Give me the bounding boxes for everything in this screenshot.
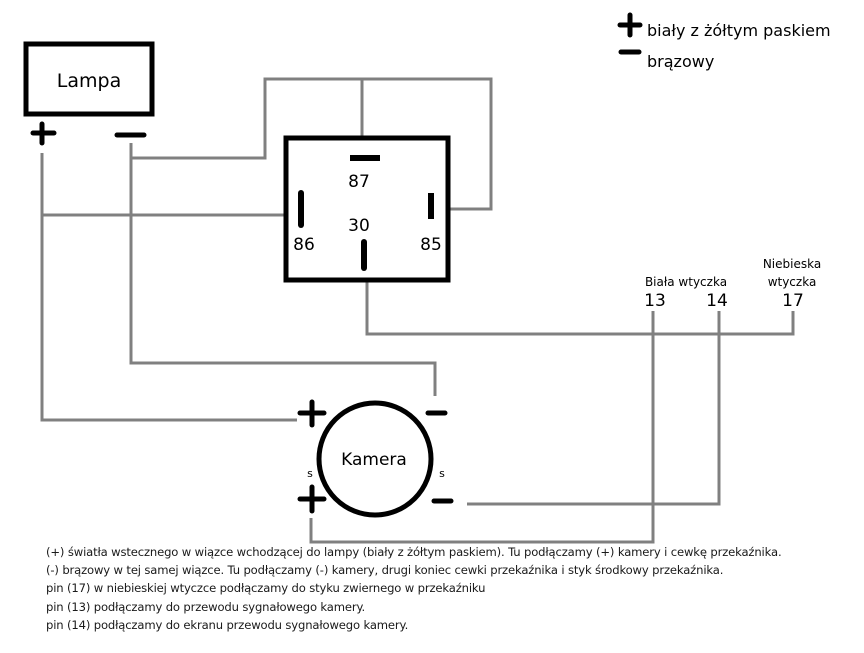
legend-plus-label: biały z żółtym paskiem xyxy=(647,21,831,40)
relay-label-30: 30 xyxy=(348,216,370,236)
wire-lamp-plus-to-camera-plus xyxy=(40,153,297,422)
wire-lamp-minus-to-camera-minus xyxy=(129,143,437,396)
lamp: Lampa xyxy=(23,41,155,146)
note-line: (+) światła wstecznego w wiązce wchodząc… xyxy=(46,545,782,559)
camera-s-left: s xyxy=(307,467,313,480)
note-line: pin (13) podłączamy do przewodu sygnałow… xyxy=(46,599,366,614)
relay-label-86: 86 xyxy=(293,235,315,255)
camera-plus-bottom-icon xyxy=(297,484,327,514)
pin-17-label: 17 xyxy=(782,291,804,311)
camera-body xyxy=(316,400,434,518)
relay-label-85: 85 xyxy=(420,235,442,255)
pin-14-label: 14 xyxy=(706,291,728,311)
connectors: Biała wtyczka 13 14 Niebieska wtyczka 17 xyxy=(644,257,821,311)
wires xyxy=(40,77,795,544)
camera-label: Kamera xyxy=(341,450,407,470)
wire-pin-13-to-camera-signal xyxy=(309,311,655,544)
lamp-label: Lampa xyxy=(57,70,121,92)
wire-relay-30-to-pin-17 xyxy=(365,282,795,336)
relay-label-87: 87 xyxy=(348,172,370,192)
relay: 87 30 86 85 xyxy=(283,135,451,283)
wire-pin-14-to-camera-shield xyxy=(467,311,721,506)
wire-lamp-minus-to-relay-top xyxy=(131,77,493,211)
lamp-box xyxy=(23,41,155,117)
white-plug-label: Biała wtyczka xyxy=(645,275,727,289)
blue-plug-label-line2: wtyczka xyxy=(768,275,817,289)
legend-plus-icon xyxy=(617,12,643,38)
note-line: (-) brązowy w tej samej wiązce. Tu podłą… xyxy=(46,563,724,578)
note-line: pin (14) podłączamy do ekranu przewodu s… xyxy=(46,617,409,632)
legend-minus-label: brązowy xyxy=(647,52,714,71)
camera-s-right: s xyxy=(439,467,445,480)
notes: (+) światła wstecznego w wiązce wchodząc… xyxy=(46,543,782,634)
note-line: pin (17) w niebieskiej wtyczce podłączam… xyxy=(46,581,486,596)
pin-13-label: 13 xyxy=(644,291,666,311)
lamp-plus-icon xyxy=(30,121,57,146)
camera-plus-top-icon xyxy=(297,399,327,428)
blue-plug-label-line1: Niebieska xyxy=(763,257,821,271)
camera: Kamera s s xyxy=(297,399,454,518)
legend: biały z żółtym paskiem brązowy xyxy=(617,12,831,71)
